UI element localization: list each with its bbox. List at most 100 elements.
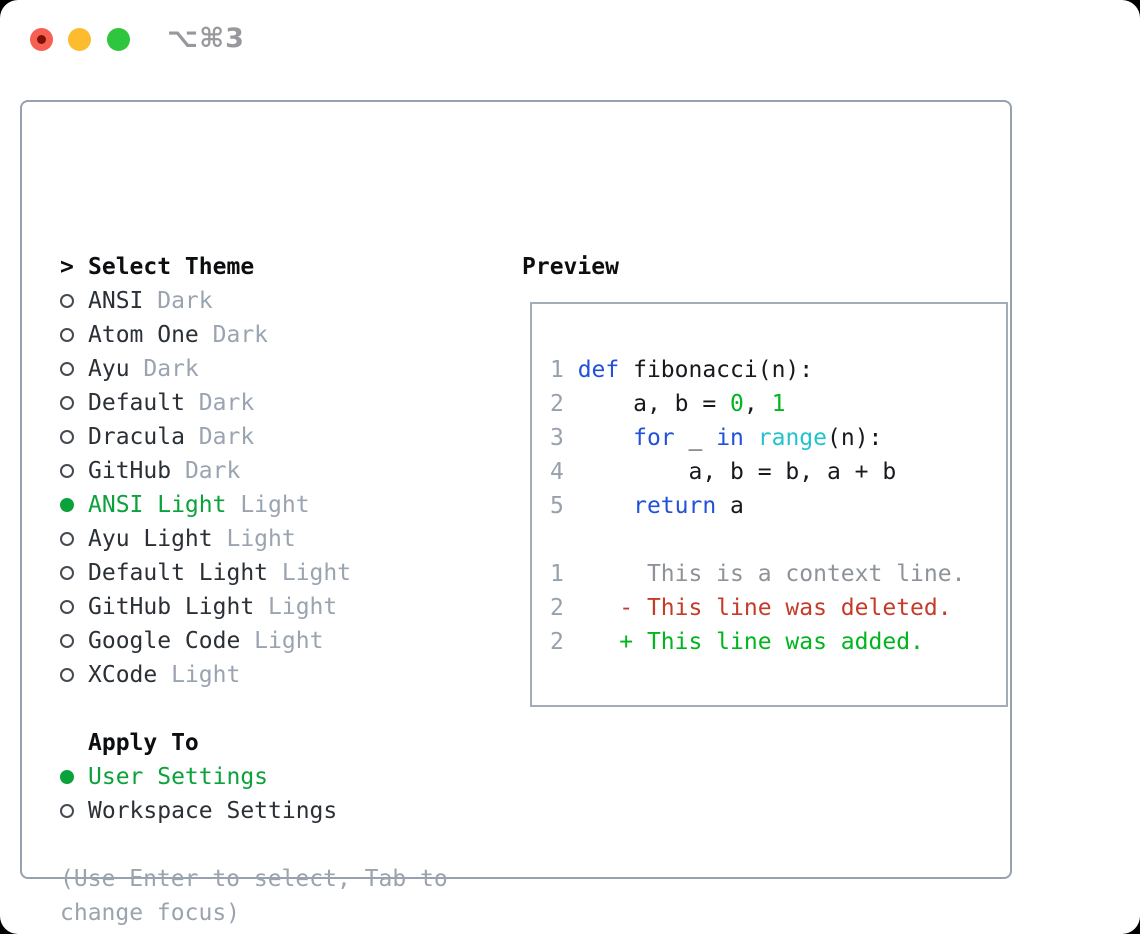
radio-unselected-icon bbox=[60, 532, 74, 546]
code-line: 3 for _ in range(n): bbox=[550, 421, 1006, 455]
radio-unselected-icon bbox=[60, 634, 74, 648]
code-token: a, b = bbox=[577, 391, 731, 417]
option-name: ANSI Light bbox=[88, 492, 227, 518]
theme-option-ayu-light[interactable]: Ayu Light Light bbox=[60, 522, 448, 556]
apply-to-header: Apply To bbox=[60, 726, 448, 760]
option-variant: Dark bbox=[198, 322, 269, 348]
diff-text: + This line was added. bbox=[577, 629, 924, 655]
code-token: for bbox=[633, 425, 675, 451]
code-token: a, b = b, a + b bbox=[577, 459, 897, 485]
theme-option-default[interactable]: Default Dark bbox=[60, 386, 448, 420]
window-shortcut-label: ⌥⌘3 bbox=[167, 22, 245, 54]
option-name: Ayu bbox=[88, 356, 130, 382]
option-variant: Dark bbox=[129, 356, 199, 382]
theme-option-xcode[interactable]: XCode Light bbox=[60, 658, 448, 692]
option-variant: Dark bbox=[184, 424, 255, 450]
apply-to-header-label: Apply To bbox=[88, 730, 199, 756]
option-variant: Light bbox=[240, 628, 324, 654]
radio-cell bbox=[60, 396, 88, 410]
code-line: 4 a, b = b, a + b bbox=[550, 455, 1006, 489]
radio-cell bbox=[60, 430, 88, 444]
option-name: Dracula bbox=[88, 424, 185, 450]
radio-unselected-icon bbox=[60, 464, 74, 478]
theme-option-google-code[interactable]: Google Code Light bbox=[60, 624, 448, 658]
code-token: fibonacci(n): bbox=[619, 357, 814, 383]
code-token: (n): bbox=[827, 425, 883, 451]
radio-cell bbox=[60, 804, 88, 818]
diff-line-deleted: 2 - This line was deleted. bbox=[550, 591, 1006, 625]
theme-option-github[interactable]: GitHub Dark bbox=[60, 454, 448, 488]
line-number: 3 bbox=[550, 425, 578, 451]
option-name: ANSI bbox=[88, 288, 144, 314]
zoom-button[interactable] bbox=[107, 28, 130, 51]
theme-option-default-light[interactable]: Default Light Light bbox=[60, 556, 448, 590]
spacer bbox=[60, 692, 448, 726]
option-name: Default Light bbox=[88, 560, 269, 586]
option-variant: Dark bbox=[184, 390, 255, 416]
radio-cell bbox=[60, 362, 88, 376]
code-token: 1 bbox=[771, 391, 786, 417]
code-token: return bbox=[633, 493, 717, 519]
radio-unselected-icon bbox=[60, 294, 74, 308]
option-variant: Light bbox=[212, 526, 296, 552]
theme-option-dracula[interactable]: Dracula Dark bbox=[60, 420, 448, 454]
code-token: def bbox=[577, 357, 620, 383]
line-number: 1 bbox=[550, 561, 578, 587]
preview-title: Preview bbox=[522, 254, 619, 280]
radio-cell bbox=[60, 532, 88, 546]
minimize-button[interactable] bbox=[68, 28, 91, 51]
help-text: (Use Enter to select, Tab to bbox=[60, 866, 448, 892]
line-number: 2 bbox=[550, 391, 578, 417]
close-button[interactable] bbox=[30, 28, 53, 51]
spacer bbox=[60, 828, 448, 862]
blank-line bbox=[550, 523, 1006, 557]
theme-option-ansi-light[interactable]: ANSI Light Light bbox=[60, 488, 448, 522]
radio-cell bbox=[60, 498, 88, 512]
line-number: 1 bbox=[550, 357, 578, 383]
focus-caret-icon: > bbox=[60, 254, 74, 280]
code-token: 0 bbox=[730, 391, 744, 417]
code-line: 2 a, b = 0, 1 bbox=[550, 387, 1006, 421]
theme-option-ayu[interactable]: Ayu Dark bbox=[60, 352, 448, 386]
line-number: 2 bbox=[550, 595, 578, 621]
option-variant: Light bbox=[254, 594, 338, 620]
radio-cell bbox=[60, 464, 88, 478]
radio-unselected-icon bbox=[60, 566, 74, 580]
code-token: _ bbox=[674, 425, 717, 451]
radio-selected-icon bbox=[60, 498, 74, 512]
code-token bbox=[578, 493, 633, 519]
record-dot-icon bbox=[37, 35, 46, 44]
theme-option-github-light[interactable]: GitHub Light Light bbox=[60, 590, 448, 624]
diff-text: This is a context line. bbox=[577, 561, 966, 587]
option-variant: Light bbox=[268, 560, 352, 586]
option-name: Ayu Light bbox=[88, 526, 213, 552]
radio-unselected-icon bbox=[60, 362, 74, 376]
option-name: GitHub Light bbox=[88, 594, 255, 620]
select-theme-header-label: Select Theme bbox=[88, 254, 255, 280]
apply-option-user-settings[interactable]: User Settings bbox=[60, 760, 448, 794]
option-variant: Dark bbox=[143, 288, 213, 314]
option-name: User Settings bbox=[88, 764, 269, 790]
line-number: 5 bbox=[550, 493, 578, 519]
option-name: Default bbox=[88, 390, 185, 416]
theme-option-atom-one[interactable]: Atom One Dark bbox=[60, 318, 448, 352]
help-text-line: change focus) bbox=[60, 896, 448, 930]
apply-option-workspace-settings[interactable]: Workspace Settings bbox=[60, 794, 448, 828]
code-line: 1 def fibonacci(n): bbox=[550, 353, 1006, 387]
radio-selected-icon bbox=[60, 770, 74, 784]
option-variant: Dark bbox=[171, 458, 241, 484]
code-token: range bbox=[757, 425, 827, 451]
diff-line-context: 1 This is a context line. bbox=[550, 557, 1006, 591]
code-token: in bbox=[716, 425, 744, 451]
diff-line-added: 2 + This line was added. bbox=[550, 625, 1006, 659]
code-token: , bbox=[743, 391, 772, 417]
diff-text: - This line was deleted. bbox=[577, 595, 952, 621]
radio-unselected-icon bbox=[60, 600, 74, 614]
theme-option-ansi[interactable]: ANSI Dark bbox=[60, 284, 448, 318]
option-name: XCode bbox=[88, 662, 158, 688]
